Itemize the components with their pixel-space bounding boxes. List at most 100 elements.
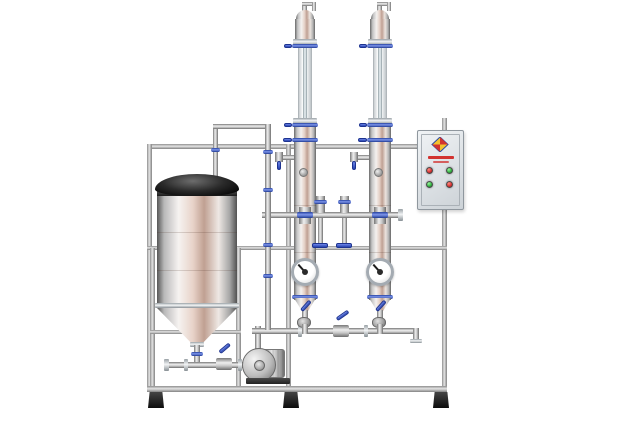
indicator-lamp [446, 167, 453, 174]
pump-base [246, 378, 290, 384]
tank-outlet-flange [190, 342, 204, 347]
clamp-wingnut-handle [283, 138, 292, 142]
pump-hub [254, 360, 265, 371]
frame-foot [148, 392, 164, 408]
frame-foot [283, 392, 299, 408]
side-port-pipe [281, 155, 294, 160]
column-weld-seam [369, 205, 391, 206]
side-port-handle [352, 161, 356, 170]
column-mid-clamp [367, 138, 393, 142]
column-top-stub [302, 2, 307, 12]
frame-left-post [147, 144, 152, 390]
manifold-drop-stub [342, 218, 347, 245]
gauge-hub [377, 269, 383, 275]
cone-stub [302, 310, 308, 319]
clamp-wingnut-handle [284, 44, 292, 48]
control-panel-door [421, 134, 460, 206]
indicator-lamp [426, 167, 433, 174]
feed-riser-pipe [265, 124, 271, 330]
indicator-lamp [446, 181, 453, 188]
manifold-pipe [262, 212, 400, 218]
sightglass-bottom-flange [368, 118, 392, 124]
frame-bottom-rail [147, 386, 447, 392]
cone-stub [377, 310, 383, 319]
indicator-light-bottom-right [446, 181, 453, 188]
manifold-end-cap [398, 209, 403, 221]
cone-clamp [292, 295, 318, 299]
column-top-stub [377, 2, 382, 12]
sightglass-top-clamp [367, 44, 393, 48]
manifold-drop-stub [318, 218, 323, 245]
tank-stand-leg-right [236, 248, 241, 386]
sightglass-top-flange [368, 39, 392, 45]
tank-weld-seam [157, 232, 237, 233]
indicator-light-top-left [426, 167, 433, 174]
column-neck [370, 19, 390, 41]
column-top-elbow-down [312, 2, 316, 11]
drain-valve-handle [335, 309, 350, 321]
sample-port-fitting [316, 196, 325, 213]
tank-weld-seam [157, 270, 237, 271]
column-weld-seam [294, 205, 316, 206]
sightglass-top-clamp [292, 44, 318, 48]
pump-discharge-pipe [255, 326, 261, 352]
gauge-hub [302, 269, 308, 275]
brand-text-line [428, 156, 454, 159]
manifold-junction-clamp [372, 212, 388, 218]
indicator-lamp [426, 181, 433, 188]
tank-stand-leg-left [150, 248, 155, 386]
drain-stub [377, 324, 383, 334]
column-weld-seam [294, 252, 316, 253]
column-mid-clamp [292, 138, 318, 142]
column-gauge-1 [291, 258, 319, 286]
tank-cone-clamp [155, 303, 239, 308]
drop-stub-handle [312, 243, 328, 248]
clamp-wingnut-handle [359, 123, 367, 127]
drain-stub [302, 324, 308, 334]
column-top-elbow-down [387, 2, 391, 11]
sightglass-inner-tube [303, 48, 307, 120]
column-weld-seam [369, 252, 391, 253]
suction-clamp [238, 359, 242, 371]
suction-valve-body [216, 358, 232, 370]
column-gauge-2 [366, 258, 394, 286]
sample-port-clamp [338, 200, 351, 204]
tank-cone [157, 308, 237, 344]
manifold-junction-clamp [297, 212, 313, 218]
suction-valve-handle [218, 342, 231, 354]
drain-valve-body [333, 325, 349, 337]
tank-cylinder [157, 195, 237, 305]
sightglass-bottom-clamp [367, 123, 393, 127]
sample-port-clamp [314, 200, 327, 204]
riser-clamp [263, 274, 273, 278]
brand-text-line [433, 161, 449, 163]
frame-foot [433, 392, 449, 408]
drain-end-clamp [410, 339, 422, 343]
drop-stub-handle [336, 243, 352, 248]
riser-clamp [263, 188, 273, 192]
clamp-wingnut-handle [359, 44, 367, 48]
sightglass-bottom-clamp [292, 123, 318, 127]
drain-clamp [364, 325, 368, 337]
side-port-pipe [356, 155, 369, 160]
sightglass-bottom-flange [293, 118, 317, 124]
drain-end-elbow [413, 328, 419, 341]
side-port-handle [277, 161, 281, 170]
feed-line-top-pipe [213, 124, 270, 129]
clamp-wingnut-handle [358, 138, 367, 142]
membrane-column-2 [350, 2, 402, 342]
tank-lid [155, 174, 239, 196]
indicator-light-top-right [446, 167, 453, 174]
riser-clamp [263, 150, 273, 154]
side-port-valve [350, 152, 358, 162]
frame-right-post [442, 118, 447, 390]
indicator-light-bottom-left [426, 181, 433, 188]
cone-clamp [367, 295, 393, 299]
sightglass-inner-tube [378, 48, 382, 120]
clamp-wingnut-handle [284, 123, 292, 127]
column-top-elbow [302, 2, 316, 6]
suction-pipe [168, 362, 256, 368]
drain-clamp [298, 325, 302, 337]
suction-end-cap [164, 359, 169, 371]
